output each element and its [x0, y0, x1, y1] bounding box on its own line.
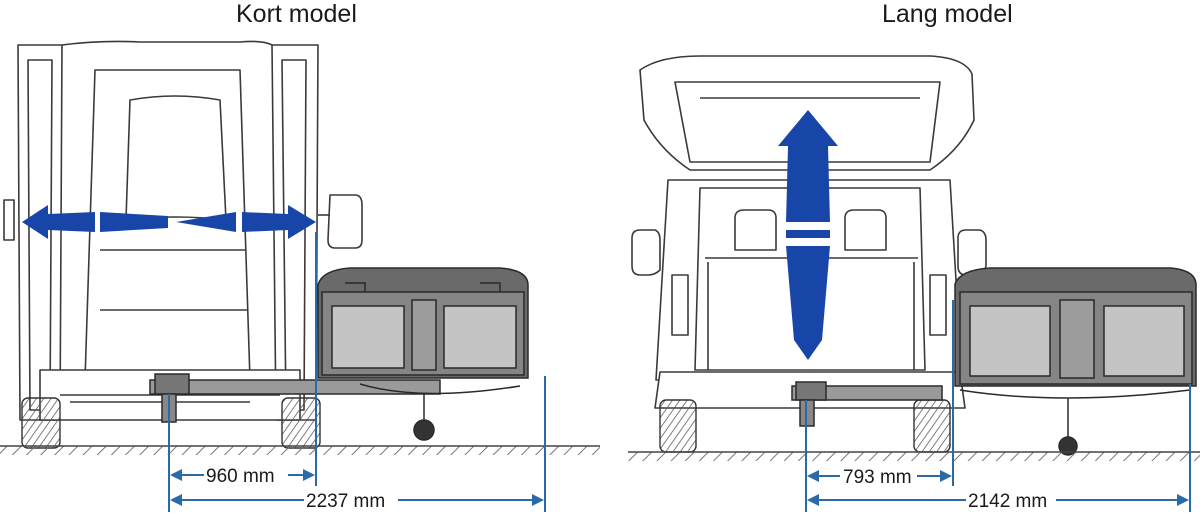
cargo-box-long-model [954, 267, 1197, 387]
width-arrow-icon [22, 205, 316, 239]
dimension-lines-short-model [168, 232, 546, 512]
ground-long-model [628, 452, 1200, 461]
cargo-box-short-model [317, 267, 529, 379]
tires-short-model [21, 397, 321, 449]
dimension-label-short-1: 960 mm [206, 466, 275, 487]
hitch-carrier-short-model [149, 373, 521, 441]
opening-arrow-icon [778, 110, 838, 360]
van-short-model [3, 40, 363, 421]
ground-short-model [0, 446, 600, 455]
dimension-lines-long-model [805, 300, 1191, 512]
dimension-label-short-2: 2237 mm [306, 491, 385, 512]
panel-title-short-model: Kort model [236, 0, 357, 28]
hitch-carrier-long-model [791, 381, 1191, 456]
dimension-label-long-2: 2142 mm [968, 491, 1047, 512]
dimension-label-long-1: 793 mm [843, 467, 912, 488]
panel-title-long-model: Lang model [882, 0, 1013, 28]
